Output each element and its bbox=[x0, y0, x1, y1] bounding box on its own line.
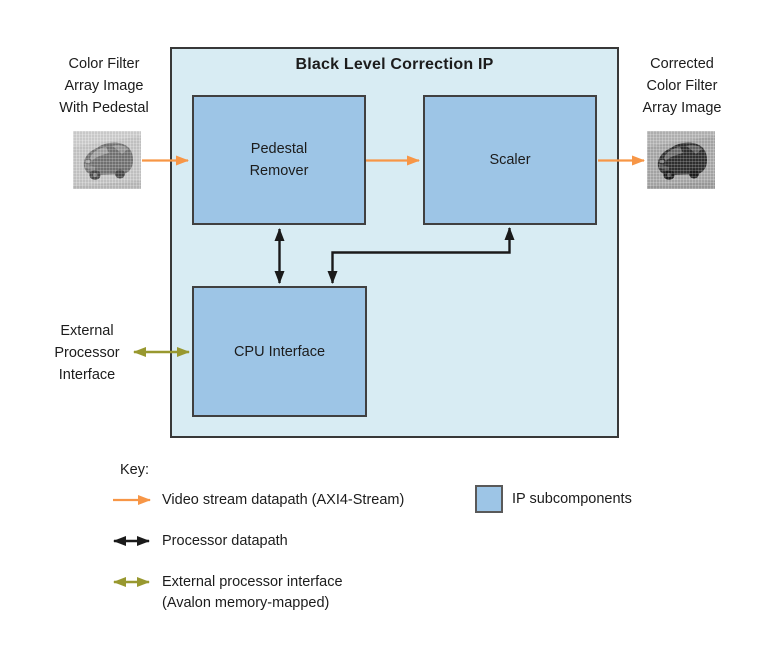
key-external-label: External processor interface (Avalon mem… bbox=[162, 574, 343, 611]
key-video-label: Video stream datapath (AXI4-Stream) bbox=[162, 492, 405, 508]
cpu-interface-block: CPU Interface bbox=[192, 286, 367, 417]
halftone-overlay bbox=[73, 131, 141, 189]
pedestal-remover-label-line2: Remover bbox=[249, 163, 309, 179]
scaler-block: Scaler bbox=[423, 95, 597, 225]
pedestal-remover-label-line1: Pedestal bbox=[250, 141, 308, 157]
key-processor-label: Processor datapath bbox=[162, 533, 288, 549]
output-car-image bbox=[647, 131, 715, 189]
halftone-overlay bbox=[647, 131, 715, 189]
output-image-label: Corrected Color Filter Array Image bbox=[642, 56, 722, 116]
pedestal-remover-block: Pedestal Remover bbox=[192, 95, 366, 225]
key-ip-subcomponents-label: IP subcomponents bbox=[512, 491, 632, 507]
input-image-label: Color Filter Array Image With Pedestal bbox=[59, 56, 149, 116]
diagram-title: Black Level Correction IP bbox=[295, 56, 494, 73]
key-ip-subcomponent-swatch bbox=[475, 485, 503, 513]
external-processor-label: External Processor Interface bbox=[54, 323, 120, 383]
car-photo-corrected-icon bbox=[647, 131, 715, 189]
input-car-image bbox=[73, 131, 141, 189]
cpu-interface-label: CPU Interface bbox=[233, 343, 326, 360]
scaler-label: Scaler bbox=[489, 152, 531, 168]
key-heading: Key: bbox=[120, 462, 150, 478]
car-photo-with-pedestal-icon bbox=[73, 131, 141, 189]
